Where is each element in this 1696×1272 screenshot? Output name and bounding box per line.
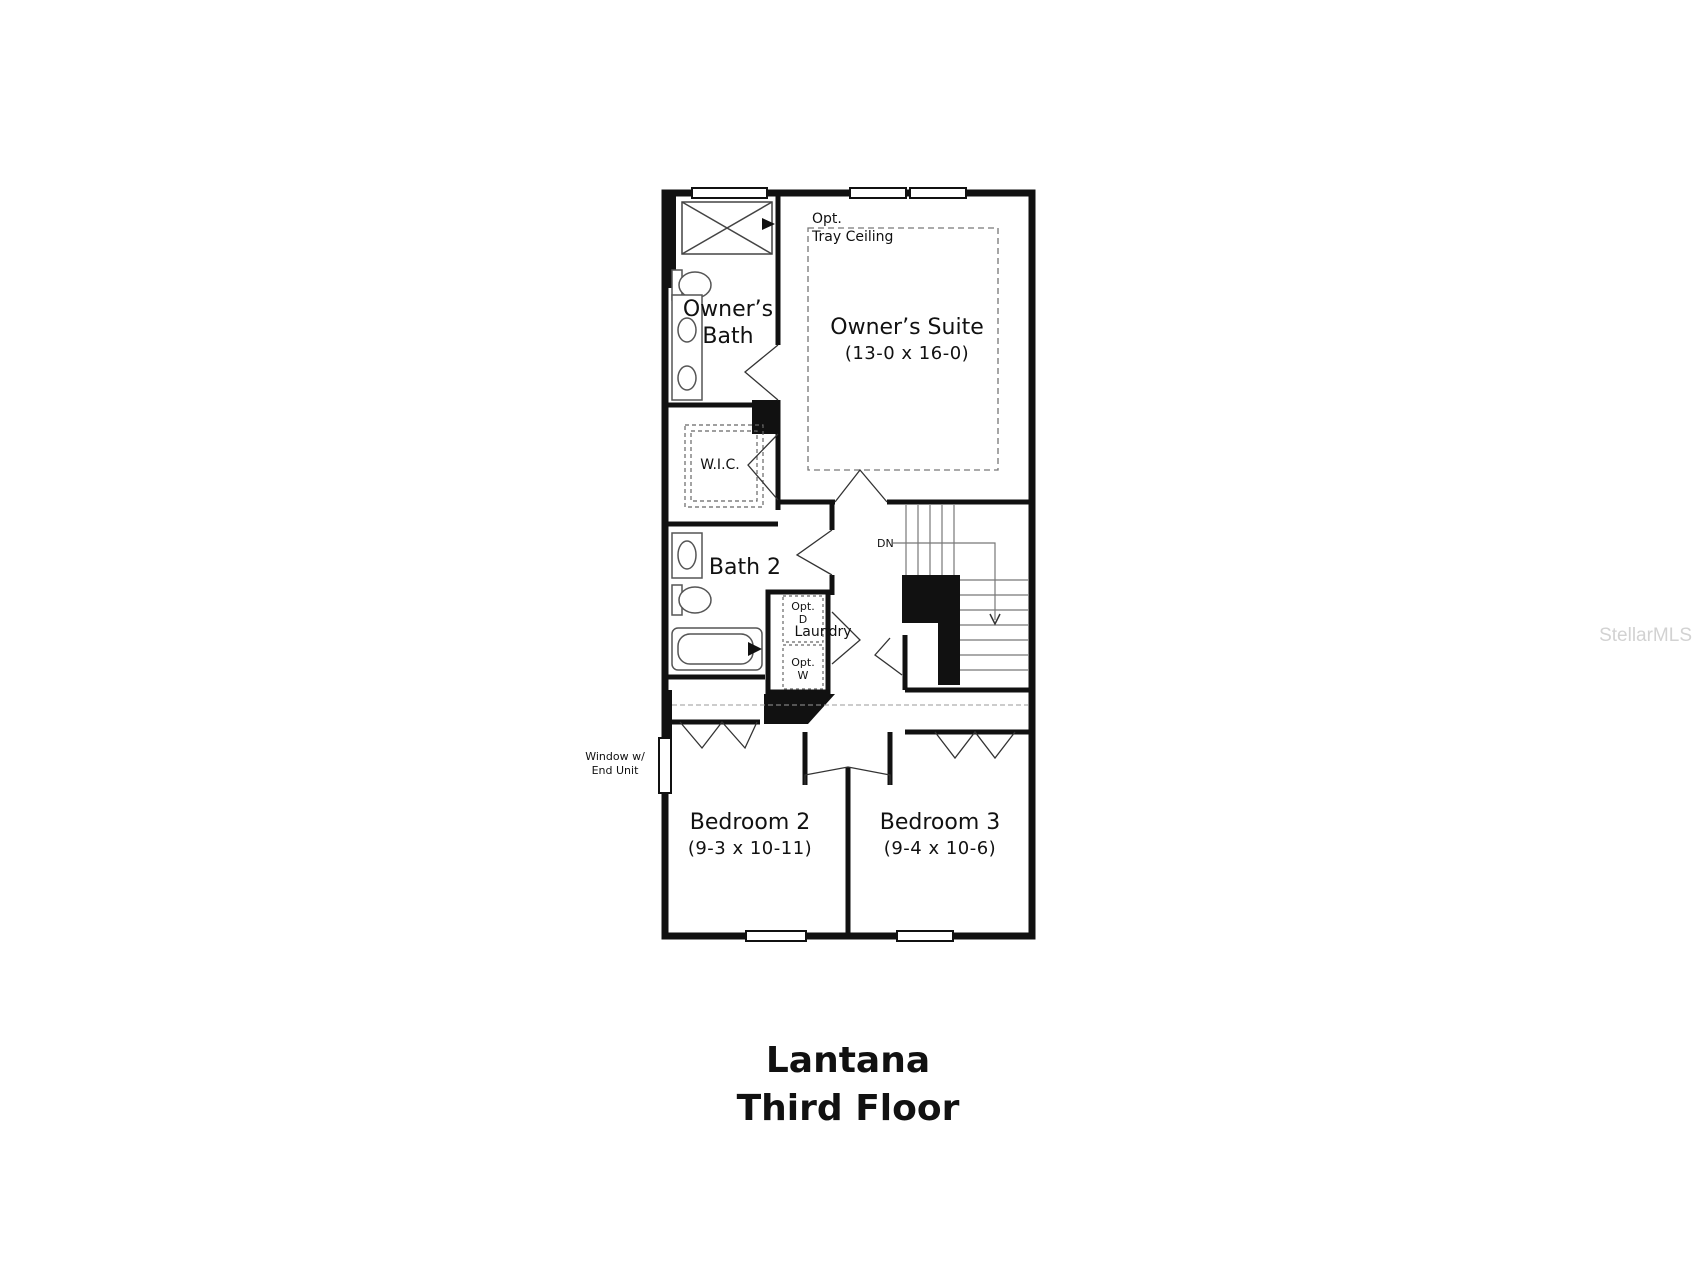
bedroom3-dims: (9-4 x 10-6)	[884, 838, 996, 859]
owners-bath-label-2: Bath	[702, 324, 753, 349]
wall-pier-left	[662, 190, 676, 288]
owners-bath-label-1: Owner’s	[683, 297, 773, 322]
mls-watermark: StellarMLS	[1599, 625, 1692, 646]
plan-floor-name: Third Floor	[736, 1088, 960, 1129]
laundry-washer-1: Opt.	[791, 656, 814, 669]
tub-faucet-icon	[748, 642, 762, 656]
interior-walls	[665, 193, 1032, 936]
room-labels: Owner’s Suite (13-0 x 16-0) Owner’s Bath…	[585, 211, 1000, 859]
wall-pier-left-low	[662, 690, 672, 740]
laundry-washer-2: W	[798, 669, 809, 682]
bedroom3-label: Bedroom 3	[880, 810, 1001, 835]
end-unit-window-note-1: Window w/	[585, 750, 645, 763]
wall-block-stair-side	[938, 620, 960, 685]
shower-head-icon	[762, 218, 775, 230]
bedroom2-dims: (9-3 x 10-11)	[688, 838, 812, 859]
shower	[681, 201, 773, 255]
bath2-label: Bath 2	[709, 555, 781, 580]
tray-ceiling-outline	[807, 227, 999, 471]
laundry-dryer-1: Opt.	[791, 600, 814, 613]
stairs	[893, 505, 1028, 671]
laundry-label: Laundry	[794, 624, 851, 640]
end-unit-window-note-2: End Unit	[592, 764, 639, 777]
tray-ceiling-note-1: Opt.	[812, 211, 842, 227]
laundry-machines	[782, 595, 824, 690]
stair-arrow-icon	[989, 613, 1001, 626]
wall-block-stair	[902, 575, 960, 623]
plan-model-name: Lantana	[765, 1040, 931, 1081]
tray-ceiling-note-2: Tray Ceiling	[811, 229, 893, 245]
owners-suite-label: Owner’s Suite	[830, 315, 983, 340]
doors	[679, 344, 1016, 785]
fixtures	[671, 269, 763, 671]
laundry-dryer-2: D	[799, 613, 807, 626]
owners-suite-dims: (13-0 x 16-0)	[845, 343, 969, 364]
bedroom2-label: Bedroom 2	[690, 810, 811, 835]
stairs-dn-label: DN	[877, 537, 894, 550]
wic-shelving	[684, 424, 764, 508]
wall-block-wic	[752, 400, 780, 434]
wall-block-laundry	[764, 694, 835, 724]
windows	[658, 187, 967, 942]
wic-label: W.I.C.	[700, 457, 740, 473]
